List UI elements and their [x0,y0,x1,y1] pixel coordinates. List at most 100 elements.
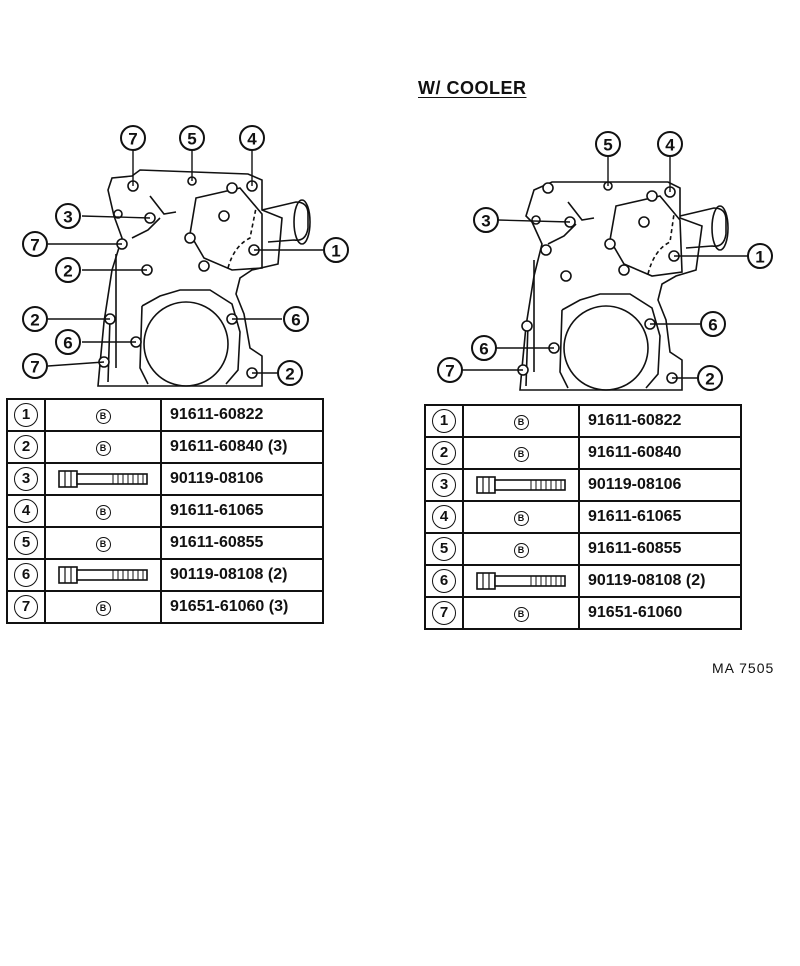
item-number-badge: 1 [14,403,38,427]
leader-lines [47,148,323,374]
cover-edge [107,254,117,383]
item-number-badge: 5 [432,537,456,561]
washer-icon: B [95,441,111,456]
item-number-badge: 5 [14,531,38,555]
part-number-cell: 91611-60855 [160,526,324,560]
part-number-cell: 91651-61060 (3) [160,590,324,624]
callout-4-top: 4 [657,131,683,157]
callout-2-lower: 2 [22,306,48,332]
part-number-cell: 91611-61065 [578,500,742,534]
row-index-cell: 2 [424,436,464,470]
parts-table-row: 5 B 91611-60855 [6,526,324,560]
crank-housing [559,293,661,389]
row-index-cell: 3 [424,468,464,502]
outlet-pipe [261,201,309,243]
item-number-badge: 6 [432,569,456,593]
timing-cover-diagram-with-cooler: 5 4 3 1 6 6 7 2 [437,131,773,391]
bolt-icon [476,476,566,494]
parts-table-row: 5 B 91611-60855 [424,532,742,566]
washer-icon: B [95,409,111,424]
item-number-badge: 4 [432,505,456,529]
svg-text:1: 1 [331,242,340,261]
svg-text:6: 6 [479,340,488,359]
svg-text:7: 7 [128,130,137,149]
item-number-badge: 1 [432,409,456,433]
washer-icon: B [95,601,111,616]
callout-6-left: 6 [55,329,81,355]
row-index-cell: 2 [6,430,46,464]
callout-5-top: 5 [179,125,205,151]
callout-5-top: 5 [595,131,621,157]
outlet-pipe [679,207,727,249]
pipe-flange [711,205,729,251]
svg-text:3: 3 [63,208,72,227]
pump-housing [609,195,683,277]
svg-text:2: 2 [285,365,294,384]
washer-icon: B [95,537,111,552]
crank-housing [139,289,241,385]
callout-4-top: 4 [239,125,265,151]
part-number-cell: 91611-60840 (3) [160,430,324,464]
row-index-cell: 4 [6,494,46,528]
washer-icon: B [95,505,111,520]
callout-2-bottom: 2 [277,360,303,386]
row-index-cell: 6 [424,564,464,598]
washer-icon: B [513,607,529,622]
svg-text:3: 3 [481,212,490,231]
rib [547,201,595,245]
part-illustration-cell [44,558,162,592]
washer-icon: B [513,511,529,526]
item-number-badge: 4 [14,499,38,523]
callout-7-top: 7 [120,125,146,151]
svg-text:1: 1 [755,248,764,267]
row-index-cell: 5 [6,526,46,560]
callout-7-bottom: 7 [22,353,48,379]
crank-bore [143,301,229,387]
callout-2: 2 [697,365,723,391]
part-number-cell: 91611-60840 [578,436,742,470]
part-illustration-cell: B [462,500,580,534]
item-number-badge: 7 [432,601,456,625]
svg-text:7: 7 [30,358,39,377]
svg-text:5: 5 [187,130,196,149]
part-number-cell: 91611-60822 [578,404,742,438]
part-illustration-cell: B [462,436,580,470]
row-index-cell: 5 [424,532,464,566]
svg-text:4: 4 [247,130,257,149]
row-index-cell: 6 [6,558,46,592]
bolt-holes [98,176,260,379]
part-number-cell: 91651-61060 [578,596,742,630]
callout-6-right: 6 [283,306,309,332]
parts-table-row: 1 B 91611-60822 [424,404,742,438]
part-number-cell: 91611-60855 [578,532,742,566]
parts-table-row: 2 B 91611-60840 (3) [6,430,324,464]
washer-icon: B [513,543,529,558]
washer-icon: B [513,415,529,430]
parts-table-row: 4 B 91611-61065 [424,500,742,534]
figure-reference-code: MA 7505 [712,660,775,676]
timing-cover-diagram-standard: 7 5 4 3 7 2 1 2 6 6 7 2 [22,125,349,387]
svg-text:7: 7 [30,236,39,255]
row-index-cell: 4 [424,500,464,534]
svg-text:5: 5 [603,136,612,155]
svg-text:6: 6 [291,311,300,330]
row-index-cell: 1 [424,404,464,438]
part-illustration-cell [462,564,580,598]
item-number-badge: 3 [432,473,456,497]
row-index-cell: 1 [6,398,46,432]
parts-table-row: 7 B 91651-61060 [424,596,742,630]
svg-text:2: 2 [30,311,39,330]
callout-3: 3 [473,207,499,233]
callout-7: 7 [437,357,463,383]
leader-lines [462,156,748,379]
pump-housing [189,187,263,271]
part-illustration-cell: B [44,430,162,464]
item-number-badge: 6 [14,563,38,587]
